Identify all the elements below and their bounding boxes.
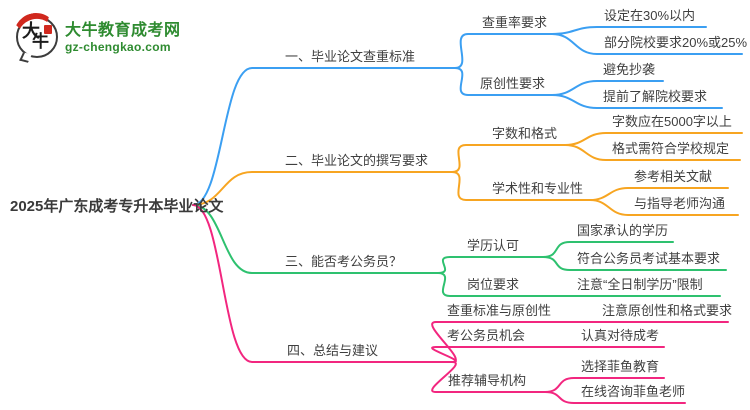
- mindmap-node-b2-2: 学术性和专业性: [492, 181, 584, 196]
- logo-char-top: 大: [22, 21, 40, 42]
- logo-char-bottom: 牛: [32, 32, 49, 52]
- brand-title: 大牛教育成考网: [65, 21, 181, 39]
- mindmap-link-b4: [192, 204, 453, 363]
- mindmap-node-b3-1-2: 符合公务员考试基本要求: [577, 251, 721, 266]
- mindmap-link-b1-1: [454, 33, 553, 69]
- mindmap-link-b4-2: [431, 346, 561, 363]
- mindmap-link-b3: [192, 204, 439, 274]
- mindmap-link-b3-1-2: [542, 256, 727, 271]
- mindmap-node-b1-1-1: 设定在30%以内: [604, 8, 696, 23]
- site-logo: 大 牛 大牛教育成考网 gz-chengkao.com: [9, 8, 181, 63]
- mindmap-link-b2-2-2: [589, 199, 739, 216]
- mindmap-node-b1-2-2: 提前了解院校要求: [603, 89, 708, 104]
- mindmap-node-b2-2-2: 与指导老师沟通: [634, 196, 726, 211]
- mindmap-node-b1-2-1: 避免抄袭: [603, 62, 656, 77]
- mindmap-node-b3: 三、能否考公务员？: [285, 254, 403, 269]
- mindmap-node-b2-1-2: 格式需符合学校规定: [612, 141, 730, 156]
- mindmap-link-b1-1-2: [551, 33, 743, 55]
- mindmap-node-b2-1-1: 字数应在5000字以上: [612, 114, 732, 129]
- mindmap-node-b3-1: 学历认可: [467, 238, 520, 253]
- mindmap-node-b4-1: 查重标准与原创性: [447, 303, 552, 318]
- brand-subtitle: gz-chengkao.com: [65, 39, 171, 54]
- mindmap-link-b1: [192, 67, 456, 206]
- mindmap-node-b4-2-1: 认真对待成考: [581, 328, 660, 343]
- mindmap-link-b3-1: [437, 256, 544, 274]
- mindmap-node-b4-1-1: 注意原创性和格式要求: [602, 303, 733, 318]
- mindmap-link-b4-3: [431, 361, 546, 393]
- mindmap-node-b4: 四、总结与建议: [287, 343, 379, 358]
- mindmap-node-b2-1: 字数和格式: [492, 126, 558, 141]
- mindmap-link-b1-1-1: [551, 26, 707, 35]
- mindmap-node-b2: 二、毕业论文的撰写要求: [285, 153, 429, 168]
- mindmap-node-b3-2: 岗位要求: [467, 277, 520, 292]
- mindmap-node-b4-3-2: 在线咨询菲鱼老师: [581, 384, 686, 399]
- mindmap-link-b1-2: [454, 67, 553, 96]
- mindmap-node-b3-2-1: 注意“全日制学历”限制: [577, 277, 703, 292]
- mindmap-node-b1-2: 原创性要求: [480, 76, 546, 91]
- mindmap-link-b3-2: [437, 272, 544, 297]
- mindmap-node-b1-1: 查重率要求: [482, 15, 548, 30]
- mindmap-node-b1: 一、毕业论文查重标准: [285, 49, 416, 64]
- mindmap-node-b3-1-1: 国家承认的学历: [577, 223, 669, 238]
- mindmap-node-b4-2: 考公务员机会: [447, 328, 526, 343]
- mindmap-node-b4-3: 推荐辅导机构: [448, 373, 527, 388]
- mindmap-link-b4-3-2: [544, 391, 686, 404]
- mindmap-node-b1-1-2: 部分院校要求20%或25%: [604, 35, 748, 50]
- mindmap-link-b2: [192, 171, 453, 206]
- mindmap-link-b2-1-2: [564, 144, 741, 161]
- mindmap-node-b2-2-1: 参考相关文献: [634, 169, 713, 184]
- mindmap-node-b4-3-1: 选择菲鱼教育: [581, 359, 660, 374]
- mindmap-link-b2-1: [451, 144, 566, 173]
- daniu-logo-icon: 大 牛: [9, 8, 63, 63]
- logo-text-block: 大牛教育成考网 gz-chengkao.com: [65, 21, 181, 54]
- logo-red-seal: [44, 25, 52, 34]
- mindmap-root: 2025年广东成考专升本毕业论文: [10, 198, 224, 215]
- mindmap-link-b2-2: [451, 171, 591, 201]
- mindmap-link-b1-2-2: [551, 94, 723, 109]
